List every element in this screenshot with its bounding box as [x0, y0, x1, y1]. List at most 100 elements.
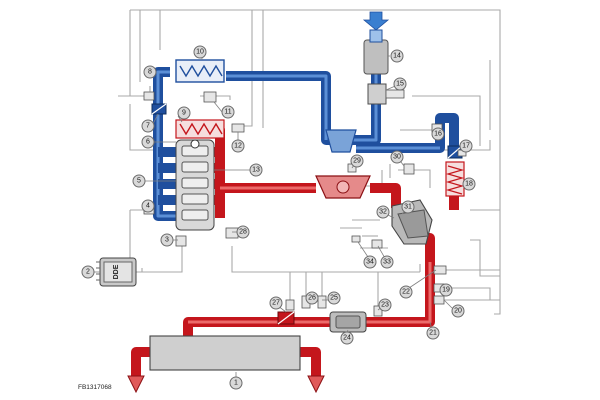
svg-text:23: 23 [381, 302, 389, 309]
charge-air-cooler [175, 59, 225, 83]
callout-22: 22 [399, 285, 413, 299]
callout-29: 29 [350, 154, 364, 168]
svg-text:11: 11 [224, 109, 231, 116]
svg-text:33: 33 [383, 259, 391, 266]
dde-control-unit: DDE [96, 257, 137, 287]
svg-text:29: 29 [353, 158, 361, 165]
callout-15: 15 [393, 77, 407, 91]
callout-23: 23 [378, 298, 392, 312]
callout-28: 28 [236, 225, 250, 239]
callout-27: 27 [269, 296, 283, 310]
sensor-23 [373, 305, 383, 317]
sensor-27 [285, 299, 295, 311]
callout-4: 4 [141, 199, 155, 213]
callout-32: 32 [376, 205, 390, 219]
callout-17: 17 [459, 139, 473, 153]
svg-text:12: 12 [234, 143, 242, 150]
exhaust-outlet-right-arrow-icon [307, 375, 325, 394]
callout-33: 33 [380, 255, 394, 269]
figure-code: FB1317068 [78, 384, 112, 391]
svg-text:34: 34 [366, 259, 374, 266]
sensor-22 [433, 265, 447, 275]
callout-12: 12 [231, 139, 245, 153]
callout-1: 1 [229, 376, 243, 390]
callout-8: 8 [143, 65, 157, 79]
callout-24: 24 [340, 331, 354, 345]
boost-pressure-valve [277, 311, 295, 325]
svg-text:16: 16 [434, 131, 442, 138]
sensor-25 [317, 295, 327, 309]
sensor-20 [433, 295, 445, 305]
svg-text:31: 31 [404, 204, 412, 211]
sensor-30 [403, 163, 415, 175]
svg-text:5: 5 [137, 178, 141, 185]
exhaust-outlet-left-arrow-icon [127, 375, 145, 394]
svg-text:28: 28 [239, 229, 247, 236]
rear-silencer [149, 335, 301, 371]
svg-text:24: 24 [343, 335, 351, 342]
callout-14: 14 [390, 49, 404, 63]
svg-text:6: 6 [146, 139, 150, 146]
air-filter-housing [363, 29, 389, 75]
callout-6: 6 [141, 135, 155, 149]
callout-16: 16 [431, 127, 445, 141]
callout-21: 21 [426, 326, 440, 340]
svg-text:8: 8 [148, 69, 152, 76]
svg-text:32: 32 [379, 209, 387, 216]
svg-text:27: 27 [272, 300, 280, 307]
air-inlet-arrow-icon [362, 11, 390, 31]
svg-text:4: 4 [146, 203, 150, 210]
callout-5: 5 [132, 174, 146, 188]
callout-20: 20 [451, 304, 465, 318]
svg-text:20: 20 [454, 308, 462, 315]
diesel-particulate-filter [329, 311, 367, 333]
sensor-34 [351, 235, 361, 243]
sensor-28 [225, 227, 239, 239]
sensor-12 [231, 123, 245, 133]
svg-text:1: 1 [234, 380, 238, 387]
callout-11: 11 [221, 105, 235, 119]
svg-text:18: 18 [465, 181, 473, 188]
svg-text:13: 13 [252, 167, 260, 174]
svg-text:25: 25 [330, 295, 338, 302]
callout-2: 2 [81, 265, 95, 279]
svg-text:26: 26 [308, 295, 316, 302]
svg-text:9: 9 [182, 110, 186, 117]
sensor-8 [143, 91, 155, 101]
callout-18: 18 [462, 177, 476, 191]
callout-7: 7 [141, 119, 155, 133]
callout-9: 9 [177, 106, 191, 120]
engine-block [175, 139, 215, 231]
callout-10: 10 [193, 45, 207, 59]
callout-3: 3 [160, 233, 174, 247]
charge-air-heat-exchanger [445, 161, 465, 197]
turbine-housing [315, 175, 371, 199]
callout-19: 19 [439, 283, 453, 297]
svg-text:30: 30 [393, 154, 401, 161]
callout-30: 30 [390, 150, 404, 164]
svg-text:15: 15 [396, 81, 404, 88]
callout-25: 25 [327, 291, 341, 305]
svg-text:14: 14 [393, 53, 401, 60]
air-mass-meter [367, 83, 405, 105]
svg-text:7: 7 [146, 123, 150, 130]
callout-13: 13 [249, 163, 263, 177]
sensor-3 [175, 235, 187, 247]
svg-text:21: 21 [429, 330, 437, 337]
callout-31: 31 [401, 200, 415, 214]
svg-text:17: 17 [462, 143, 470, 150]
callout-34: 34 [363, 255, 377, 269]
low-pressure-turbocharger [391, 199, 433, 245]
callout-26: 26 [305, 291, 319, 305]
sensor-11 [203, 91, 217, 103]
egr-cooler [175, 119, 225, 139]
throttle-valve [151, 103, 167, 115]
svg-text:19: 19 [442, 287, 450, 294]
sensor-33 [371, 239, 383, 249]
high-pressure-turbocharger [325, 129, 357, 153]
exhaust-gas-path [131, 125, 459, 378]
svg-text:3: 3 [165, 237, 169, 244]
svg-text:10: 10 [196, 49, 204, 56]
svg-text:2: 2 [86, 269, 90, 276]
